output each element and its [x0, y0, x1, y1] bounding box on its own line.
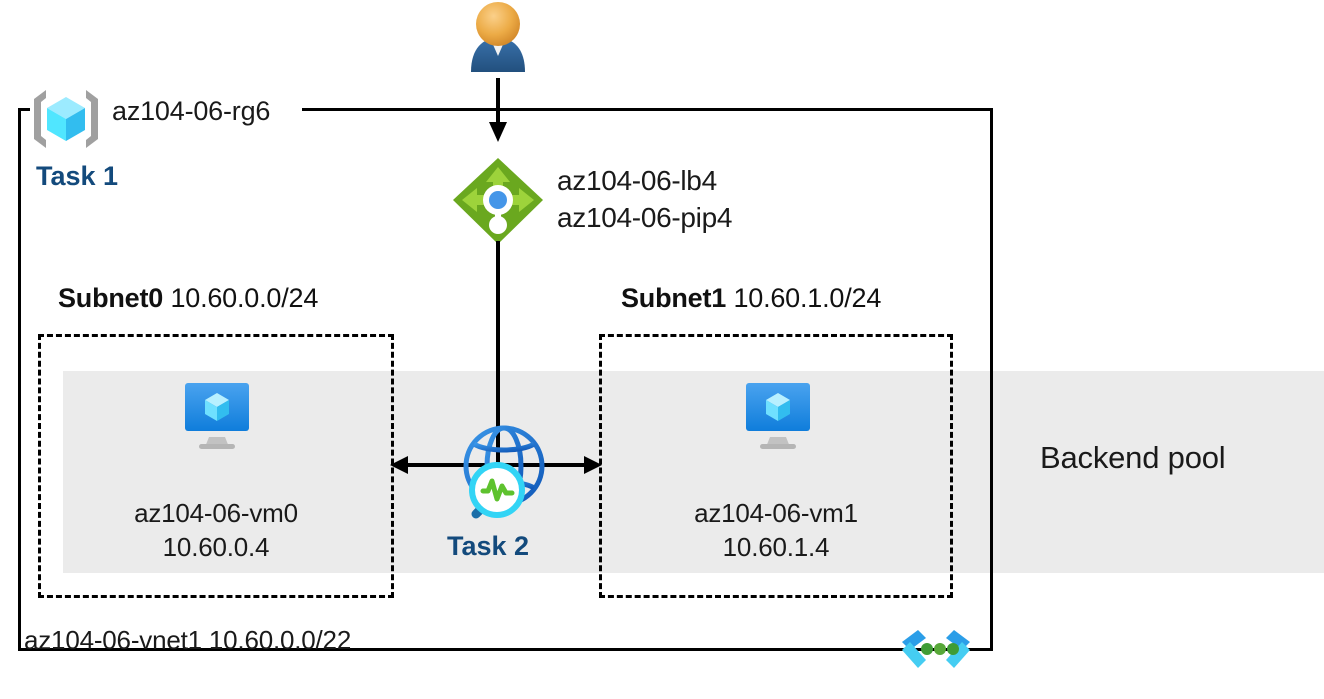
load-balancer-icon: [448, 155, 548, 251]
vm-1-caption: az104-06-vm1 10.60.1.4: [636, 497, 916, 564]
subnet-0-cidr: 10.60.0.0/24: [170, 283, 319, 313]
subnet-0-name: Subnet0: [58, 283, 164, 313]
resource-group-boundary: [18, 108, 993, 651]
user-person-icon: [461, 0, 535, 76]
vm-1-ip: 10.60.1.4: [722, 531, 830, 562]
resource-group-name: az104-06-rg6: [112, 96, 271, 126]
virtual-machine-icon: [179, 381, 255, 451]
virtual-network-icon: [896, 628, 976, 672]
task-2-label: Task 2: [447, 531, 530, 561]
load-balancer-caption: az104-06-lb4 az104-06-pip4: [557, 162, 732, 236]
vm-0-caption: az104-06-vm0 10.60.0.4: [76, 497, 356, 564]
task-1-label: Task 1: [36, 161, 119, 191]
subnet-1-label: Subnet1 10.60.1.0/24: [621, 283, 881, 314]
virtual-machine-icon: [740, 381, 816, 451]
subnet-1-name: Subnet1: [621, 283, 727, 313]
subnet-0-label: Subnet0 10.60.0.0/24: [58, 283, 318, 314]
backend-pool-band: [63, 371, 1324, 573]
network-watcher-globe-icon: [452, 418, 556, 530]
public-ip-name: az104-06-pip4: [557, 202, 733, 234]
resource-group-cube-icon: [30, 88, 102, 150]
vnet-caption: az104-06-vnet1 10.60.0.0/22: [24, 625, 352, 655]
load-balancer-name: az104-06-lb4: [557, 165, 717, 196]
vm-0-name: az104-06-vm0: [134, 498, 298, 528]
vm-1-name: az104-06-vm1: [694, 498, 858, 528]
vm-0-ip: 10.60.0.4: [162, 531, 270, 562]
subnet-1-cidr: 10.60.1.0/24: [733, 283, 882, 313]
backend-pool-label: Backend pool: [1040, 440, 1226, 475]
